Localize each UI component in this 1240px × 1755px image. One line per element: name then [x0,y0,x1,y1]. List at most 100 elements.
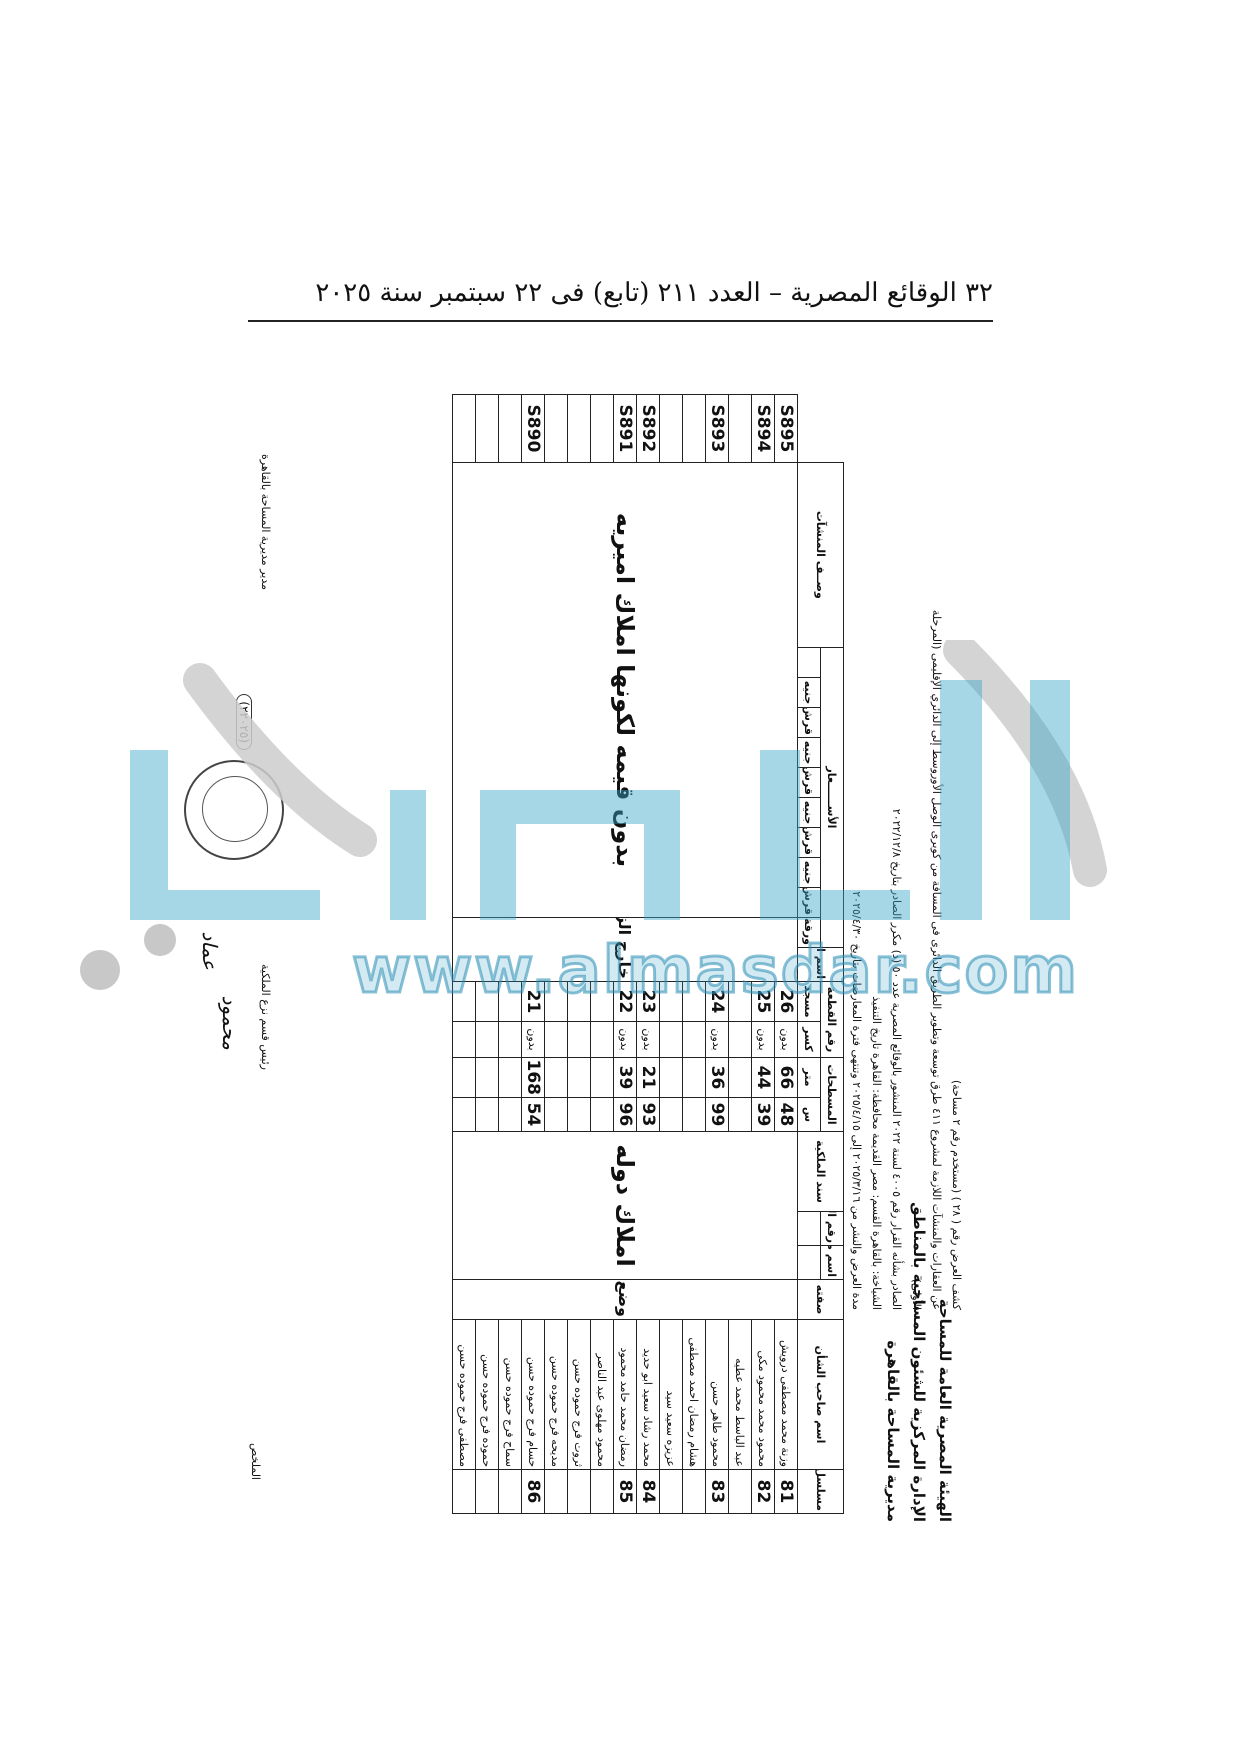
cell-area-m2: 44 [751,1057,775,1098]
watermark-site: www.almasdar.com [350,933,1080,1010]
cell-plan-code: S892 [636,394,660,463]
cell-plan-code: S891 [613,394,637,463]
cell-owner: حموده فرج حموده حسن [475,1319,499,1470]
cell-plot-kasr [728,1021,752,1058]
cell-plot-kasr: بدون [751,1021,775,1058]
cell-owner: عبد الباسط محمد عطيه [728,1319,752,1470]
cell-plot-kasr [567,1021,591,1058]
col-plot-a: كسر [797,1021,821,1058]
cell-area-m [590,1097,614,1132]
cell-serial [590,1469,614,1514]
cell-owner: ثروت فرج حموده حسن [567,1319,591,1470]
cell-plan-code: S890 [521,394,545,463]
cell-area-m [728,1097,752,1132]
cell-plot-kasr: بدون [521,1021,545,1058]
cell-area-m2: 66 [774,1057,798,1098]
cell-plan-code [682,394,706,463]
cell-area-m [682,1097,706,1132]
cell-owner: حسام فرج حموده حسن [521,1319,545,1470]
cell-serial [498,1469,522,1514]
col-price-girsh: قرش [797,887,821,918]
cell-area-m2 [498,1057,522,1098]
header-rule [248,320,993,322]
cell-owner: وزنة محمد مصطفى درويش [774,1319,798,1470]
cell-area-m2 [544,1057,568,1098]
cell-serial: 81 [774,1469,798,1514]
cell-owner: محمد رشاد سعيد ابو حديد [636,1319,660,1470]
cell-plot-kasr: بدون [774,1021,798,1058]
col-prices-group: الأســــــعار [820,647,844,948]
cell-owner: محمود محمد محمود مكى [751,1319,775,1470]
page-header-text: ٣٢ الوقائع المصرية – العدد ٢١١ (تابع) فى… [315,278,993,308]
cell-area-m [567,1097,591,1132]
cell-plan-code: S893 [705,394,729,463]
cell-area-m2 [475,1057,499,1098]
col-owner: اسم صاحب الشأن [797,1319,844,1470]
col-total-girsh: قرش [797,827,821,858]
cell-serial: 86 [521,1469,545,1514]
cell-area-m2: 168 [521,1057,545,1098]
col-price-pound: جنيه [797,857,821,888]
cell-plot-kasr: بدون [636,1021,660,1058]
cell-plot-kasr [659,1021,683,1058]
cell-area-m: 48 [774,1097,798,1132]
cell-plot-kasr [498,1021,522,1058]
col-book-name: اسم مكتب التوثيق [820,1245,844,1280]
cell-area-m: 54 [521,1097,545,1132]
seal-code: (٢٢٠٢٥) [236,694,252,750]
cell-plan-code [567,394,591,463]
cell-serial: 82 [751,1469,775,1514]
cell-serial [452,1469,476,1514]
cell-area-m2: 36 [705,1057,729,1098]
cell-area-m: 96 [613,1097,637,1132]
col-book-name-sub [797,1245,821,1280]
signature-area: الملخص رئيس قسم نزع الملكية مدير مديرية … [172,410,292,1490]
cell-owner: رمضان محمد حامد محمود [613,1319,637,1470]
cell-serial [475,1469,499,1514]
col-incr-girsh: قرش [797,767,821,798]
cell-area-m: 93 [636,1097,660,1132]
col-area-m: س [797,1097,821,1132]
cell-serial [567,1469,591,1514]
cell-area-m2: 39 [613,1057,637,1098]
col-book-no-sub [797,1211,821,1246]
cell-capacity: وضع يد [452,1279,798,1320]
col-serial: مسلسل [797,1469,844,1514]
cell-area-m2 [728,1057,752,1098]
cell-serial: 83 [705,1469,729,1514]
col-ownership: سند الملكية [797,1131,844,1212]
cell-owner: عزيزه سعيد سيد [659,1319,683,1470]
cell-plan-code [498,394,522,463]
col-area: المسطحات [820,1057,844,1132]
page-header: ٣٢ الوقائع المصرية – العدد ٢١١ (تابع) فى… [248,272,993,322]
handwritten-signature-1: ﻣﺤﻤﻮﺩ [218,995,242,1050]
cell-owner: مصطفى فرج حموده حسن [452,1319,476,1470]
col-book-no: رقم الصفحة [820,1211,844,1246]
cell-owner: محمود مهلوى عبد الناصر [590,1319,614,1470]
cell-owner: محمود طاهر حسن [705,1319,729,1470]
cell-plot-kasr [452,1021,476,1058]
cell-plan-code [728,394,752,463]
cell-serial [659,1469,683,1514]
cell-plot-kasr: بدون [705,1021,729,1058]
cell-plot-kasr [475,1021,499,1058]
cell-serial: 85 [613,1469,637,1514]
cell-area-m [498,1097,522,1132]
col-incr-pound: جنيه [797,737,821,768]
cell-plan-code [475,394,499,463]
col-grand-pound: جنيه [797,677,821,708]
cell-area-m2 [590,1057,614,1098]
cell-serial: 84 [636,1469,660,1514]
cell-area-m2: 21 [636,1057,660,1098]
col-area-m2: متر [797,1057,821,1098]
cell-area-m2 [452,1057,476,1098]
cell-plot-kasr: بدون [613,1021,637,1058]
cell-plot-kasr [590,1021,614,1058]
director-signature: مدير مديرية المساحة بالقاهرة [259,454,272,590]
cell-area-m [475,1097,499,1132]
cell-area-m2 [682,1057,706,1098]
handwritten-signature-2: ﻋﻤﺎﺩ [198,931,222,971]
cell-area-m: 99 [705,1097,729,1132]
cell-owner: هشام رمضان احمد مصطفى [682,1319,706,1470]
cell-area-m [544,1097,568,1132]
